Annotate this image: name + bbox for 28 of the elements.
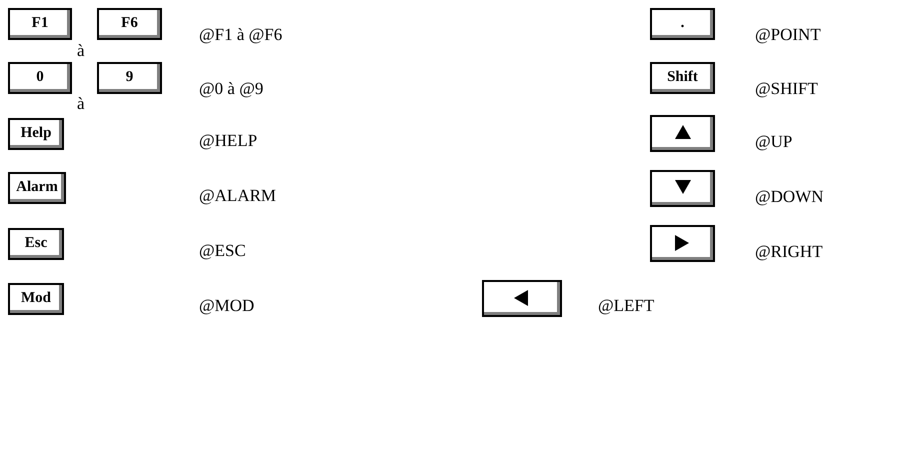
key-cap bbox=[650, 170, 715, 207]
command-label: @HELP bbox=[199, 132, 258, 149]
key-cap: F1 bbox=[8, 8, 72, 40]
key-cap: . bbox=[650, 8, 715, 40]
command-label: à bbox=[77, 42, 85, 59]
key-cap: Esc bbox=[8, 228, 64, 260]
key-cap bbox=[650, 115, 715, 152]
command-label: @SHIFT bbox=[755, 80, 818, 97]
command-label: @MOD bbox=[199, 297, 254, 314]
command-label: @F1 à @F6 bbox=[199, 26, 282, 43]
command-label: @LEFT bbox=[598, 297, 654, 314]
key-cap: Help bbox=[8, 118, 64, 150]
key-cap: Shift bbox=[650, 62, 715, 94]
command-label: @ALARM bbox=[199, 187, 276, 204]
command-label: @0 à @9 bbox=[199, 80, 264, 97]
command-label: @DOWN bbox=[755, 188, 824, 205]
key-cap: F6 bbox=[97, 8, 162, 40]
command-label: à bbox=[77, 95, 85, 112]
key-cap bbox=[650, 225, 715, 262]
key-cap: 0 bbox=[8, 62, 72, 94]
command-label: @POINT bbox=[755, 26, 821, 43]
key-cap bbox=[482, 280, 562, 317]
key-cap: Alarm bbox=[8, 172, 66, 204]
key-cap: Mod bbox=[8, 283, 64, 315]
key-cap: 9 bbox=[97, 62, 162, 94]
command-label: @UP bbox=[755, 133, 792, 150]
command-label: @ESC bbox=[199, 242, 246, 259]
command-label: @RIGHT bbox=[755, 243, 823, 260]
